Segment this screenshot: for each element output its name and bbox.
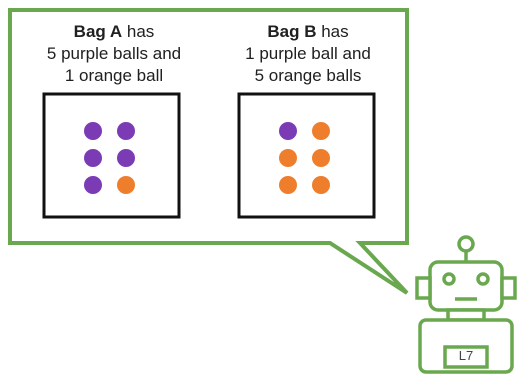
bag-b-caption: Bag B has 1 purple ball and 5 orange bal… bbox=[216, 21, 400, 87]
bag-b-ball-1-purple bbox=[279, 122, 297, 140]
robot-icon bbox=[415, 235, 517, 374]
bag-a-ball-6-orange bbox=[117, 176, 135, 194]
bag-a-box bbox=[42, 92, 181, 219]
bag-b-ball-6-orange bbox=[312, 176, 330, 194]
bag-b-caption-line1: Bag B has bbox=[216, 21, 400, 43]
bag-a-balls bbox=[84, 122, 135, 194]
bag-a-has: has bbox=[122, 22, 155, 41]
bag-a-ball-5-purple bbox=[84, 176, 102, 194]
bag-a-ball-2-purple bbox=[117, 122, 135, 140]
bag-a-caption-line3: 1 orange ball bbox=[64, 66, 164, 85]
bag-b-ball-5-orange bbox=[279, 176, 297, 194]
robot-eye-right bbox=[476, 272, 490, 286]
bag-b-ball-2-orange bbox=[312, 122, 330, 140]
bag-a-caption-line1: Bag A has bbox=[22, 21, 206, 43]
bag-b-balls bbox=[279, 122, 330, 194]
bag-b-ball-4-orange bbox=[312, 149, 330, 167]
robot-label: L7 bbox=[458, 348, 474, 363]
robot-eye-left bbox=[442, 272, 456, 286]
bag-a-name: Bag A bbox=[73, 22, 123, 41]
bag-b-name: Bag B bbox=[267, 22, 317, 41]
bag-b-caption-line3: 5 orange balls bbox=[254, 66, 362, 85]
bag-b-has: has bbox=[316, 22, 349, 41]
bag-a-caption-line2: 5 purple balls and bbox=[46, 44, 182, 63]
bag-a-ball-1-purple bbox=[84, 122, 102, 140]
bag-b-box bbox=[237, 92, 376, 219]
speech-bubble bbox=[8, 8, 409, 295]
robot-ear-right bbox=[500, 276, 517, 300]
robot-antenna-tip bbox=[457, 235, 475, 253]
bag-b-caption-line2: 1 purple ball and bbox=[245, 44, 371, 63]
robot-ear-left bbox=[415, 276, 432, 300]
bag-a-ball-3-purple bbox=[84, 149, 102, 167]
bag-a-ball-4-purple bbox=[117, 149, 135, 167]
robot-head bbox=[428, 260, 504, 312]
bag-a-caption: Bag A has 5 purple balls and 1 orange ba… bbox=[22, 21, 206, 87]
robot-name-plate bbox=[443, 345, 489, 369]
bag-b-ball-3-orange bbox=[279, 149, 297, 167]
